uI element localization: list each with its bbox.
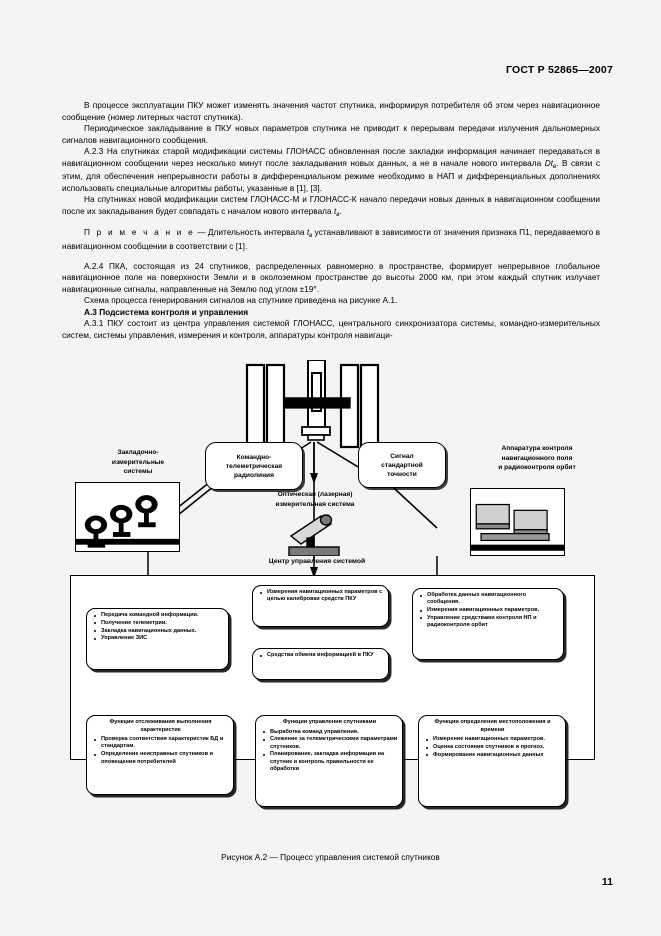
box-performance-title: Функции отслеживания выполнения характер… <box>109 719 212 733</box>
box-exchange-list: Средства обмена информацией в ПКУ <box>258 652 384 659</box>
list-item: Обработка данных навигационного сообщени… <box>420 592 559 607</box>
symbol-tv-1: tв <box>333 205 340 218</box>
list-item: Управление ЗИС <box>94 635 224 642</box>
paragraph-7: А.3.1 ПКУ состоит из центра управления с… <box>62 318 600 341</box>
list-item: Измерение навигационных параметров. <box>426 736 561 743</box>
box-performance-tracking: Функции отслеживания выполнения характер… <box>86 715 234 795</box>
telescope-icon <box>288 514 340 557</box>
clause-a31-number: А.3.1 <box>84 318 104 329</box>
body-text: В процессе эксплуатации ПКУ может изменя… <box>62 100 600 341</box>
paragraph-2: Периодическое закладывание в ПКУ новых п… <box>62 123 600 145</box>
box-satellite-control: Функции управления спутниками Выработка … <box>255 715 403 807</box>
paragraph-4: На спутниках новой модификации систем ГЛ… <box>62 194 600 219</box>
paragraph-6: Схема процесса генерирования сигналов на… <box>84 295 398 306</box>
laser-telescope-image <box>285 508 347 557</box>
clause-a24-text: ПКА, состоящая из 24 спутников, распреде… <box>62 260 600 294</box>
list-item: Планирование, закладка информации на спу… <box>263 751 398 773</box>
clause-a31-text: ПКУ состоит из центра управления системо… <box>62 318 600 340</box>
list-item: Определение неисправных спутников и опов… <box>94 751 229 766</box>
antenna-dishes-icon <box>76 495 179 548</box>
list-item: Передача командной информации. <box>94 612 224 619</box>
box-navigation-processing: Обработка данных навигационного сообщени… <box>412 588 564 660</box>
list-item: Формирование навигационных данных <box>426 752 561 759</box>
list-item: Слежение за телеметрическими параметрами… <box>263 736 398 751</box>
note-text-2: устанавливают в зависимости от значения … <box>62 227 600 252</box>
box-measurement-calibration: Измерения навигационных параметров с цел… <box>252 585 389 627</box>
box-satellite-control-title: Функции управления спутниками <box>282 719 377 725</box>
paragraph-3: А.2.3 На спутниках старой модификации си… <box>62 146 600 194</box>
list-item: Получение телеметрии. <box>94 620 224 627</box>
box-performance-list: Проверка соответствия характеристик БД и… <box>92 736 229 766</box>
box-information-exchange: Средства обмена информацией в ПКУ <box>252 648 389 680</box>
box-measurement-list: Измерения навигационных параметров с цел… <box>258 589 384 604</box>
section-heading-a3: А.3 Подсистема контроля и управления <box>84 306 249 317</box>
list-item: Измерения навигационных параметров с цел… <box>260 589 384 604</box>
label-center-upravleniya: Центр управления системой <box>268 558 366 565</box>
box-processing-list: Обработка данных навигационного сообщени… <box>418 592 559 629</box>
box-transmission-functions: Передача командной информации. Получение… <box>86 608 229 670</box>
list-item: Проверка соответствия характеристик БД и… <box>94 736 229 751</box>
note-label: П р и м е ч а н и е <box>84 227 195 238</box>
note-paragraph: П р и м е ч а н и е — Длительность интер… <box>62 227 600 252</box>
list-item: Выработка команд управления. <box>263 729 398 736</box>
clause-a23-cont: . В связи с этим, для обеспечения непрер… <box>62 157 600 193</box>
symbol-tv-2: tв <box>306 227 313 240</box>
box-positioning-list: Измерение навигационных параметров. Оцен… <box>424 736 561 759</box>
box-positioning-timing: Функции определения местоположения и вре… <box>418 715 566 807</box>
list-item: Измерения навигационных параметров. <box>420 607 559 614</box>
paragraph-4-end: . <box>339 205 342 216</box>
satellite-icon <box>245 360 380 449</box>
box-transmission-list: Передача командной информации. Получение… <box>92 612 224 643</box>
list-item: Управление средствами контроля НП и ради… <box>420 615 559 630</box>
box-positioning-title: Функции определения местоположения и вре… <box>434 719 551 733</box>
paragraph-5: А.2.4 ПКА, состоящая из 24 спутников, ра… <box>62 261 600 296</box>
monitoring-station-image <box>470 488 565 556</box>
paragraph-4-text: На спутниках новой модификации систем ГЛ… <box>62 194 600 216</box>
note-dash: — <box>197 227 206 238</box>
document-header: ГОСТ Р 52865—2007 <box>505 64 613 76</box>
list-item: Средства обмена информацией в ПКУ <box>260 652 384 659</box>
list-item: Оценка состояния спутников и прогноз. <box>426 744 561 751</box>
box-satellite-control-list: Выработка команд управления. Слежение за… <box>261 729 398 774</box>
clause-a23-text: На спутниках старой модификации системы … <box>62 146 600 168</box>
list-item: Закладка навигационных данных. <box>94 628 224 635</box>
symbol-delta-tv: Dtв <box>544 157 557 170</box>
clause-a23-number: А.2.3 <box>84 146 104 157</box>
figure-caption: Рисунок А.2 — Процесс управления системо… <box>221 852 440 862</box>
paragraph-1: В процессе эксплуатации ПКУ может изменя… <box>62 100 600 122</box>
antenna-station-image <box>75 482 180 552</box>
label-optical-system: Оптическая (лазерная)измерительная систе… <box>275 491 355 508</box>
page-number: 11 <box>601 876 613 888</box>
note-text: Длительность интервала <box>207 227 305 238</box>
control-station-icon <box>470 503 565 551</box>
clause-a24-number: А.2.4 <box>84 260 104 271</box>
